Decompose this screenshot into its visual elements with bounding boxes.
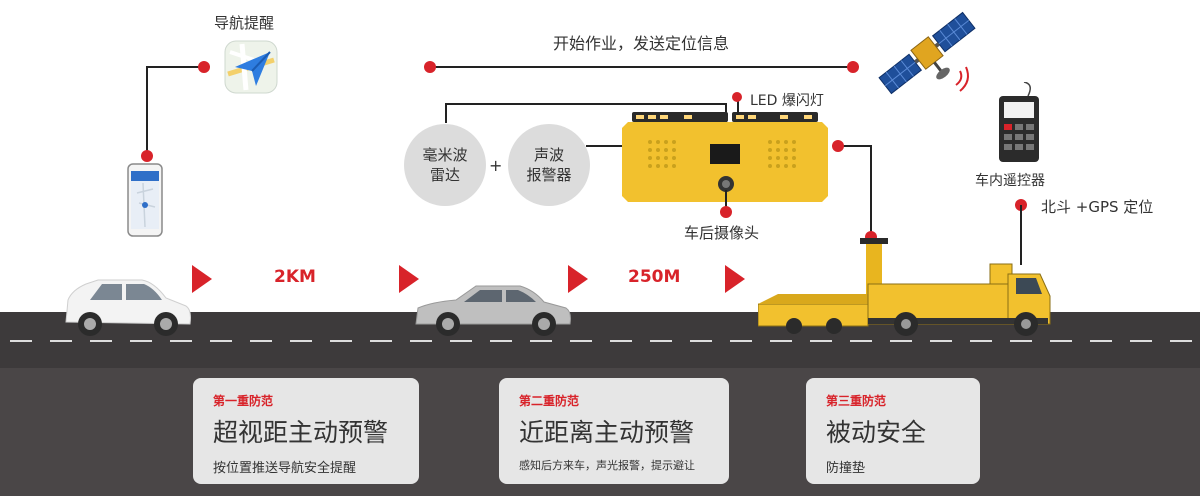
card-subtitle: 感知后方来车，声光报警，提示避让 (519, 459, 695, 472)
connector-line (445, 103, 447, 123)
card-subtitle: 防撞垫 (826, 461, 866, 476)
arrow-right-icon (192, 265, 212, 293)
plus-sign: + (489, 156, 503, 175)
white-car-icon (62, 276, 194, 338)
card-level: 第一重防范 (213, 394, 274, 408)
connector-line (870, 145, 872, 237)
radar-label-1: 毫米波 (422, 146, 468, 164)
card-title: 被动安全 (826, 418, 927, 447)
connector-line (146, 66, 148, 156)
connector-dot (720, 206, 732, 218)
connector-line (838, 145, 872, 147)
card-title: 超视距主动预警 (213, 418, 389, 447)
top-label: 开始作业，发送定位信息 (553, 34, 730, 53)
remote-control-icon (996, 81, 1042, 164)
defense-card-3: 第三重防范 被动安全 防撞垫 (806, 378, 980, 484)
led-label: LED 爆闪灯 (750, 93, 824, 109)
connector-line (430, 66, 854, 68)
distance-label: 2KM (274, 267, 316, 287)
arrow-right-icon (568, 265, 588, 293)
warning-panel (620, 112, 830, 202)
connector-line (1020, 205, 1022, 265)
connector-dot (141, 150, 153, 162)
connector-line (737, 97, 739, 115)
defense-card-2: 第二重防范 近距离主动预警 感知后方来车，声光报警，提示避让 (499, 378, 729, 484)
arrow-right-icon (725, 265, 745, 293)
camera-label: 车后摄像头 (684, 224, 760, 242)
defense-card-1: 第一重防范 超视距主动预警 按位置推送导航安全提醒 (193, 378, 419, 484)
arrow-right-icon (399, 265, 419, 293)
nav-label: 导航提醒 (214, 14, 275, 32)
remote-label: 车内遥控器 (975, 173, 1045, 189)
connector-line (445, 103, 727, 105)
sonic-label-1: 声波 (533, 146, 564, 164)
card-subtitle: 按位置推送导航安全提醒 (213, 461, 357, 476)
gps-label: 北斗 +GPS 定位 (1041, 198, 1154, 216)
sonic-label-2: 报警器 (526, 166, 572, 184)
card-level: 第二重防范 (519, 394, 580, 408)
connector-line (146, 66, 206, 68)
card-level: 第三重防范 (826, 394, 887, 408)
crash-truck-icon (757, 236, 1058, 338)
card-title: 近距离主动预警 (519, 418, 695, 447)
smartphone-icon (127, 163, 163, 237)
map-navigation-icon (224, 40, 278, 94)
connector-dot (732, 92, 742, 102)
silver-sedan-icon (412, 282, 574, 338)
connector-line (725, 190, 727, 212)
radar-circle: 毫米波雷达 (404, 124, 486, 206)
satellite-icon (872, 5, 982, 105)
radar-label-2: 雷达 (429, 166, 460, 184)
connector-dot (424, 61, 436, 73)
sonic-circle: 声波报警器 (508, 124, 590, 206)
connector-dot (198, 61, 210, 73)
distance-label: 250M (628, 267, 681, 287)
connector-dot (847, 61, 859, 73)
connector-dot (832, 140, 844, 152)
